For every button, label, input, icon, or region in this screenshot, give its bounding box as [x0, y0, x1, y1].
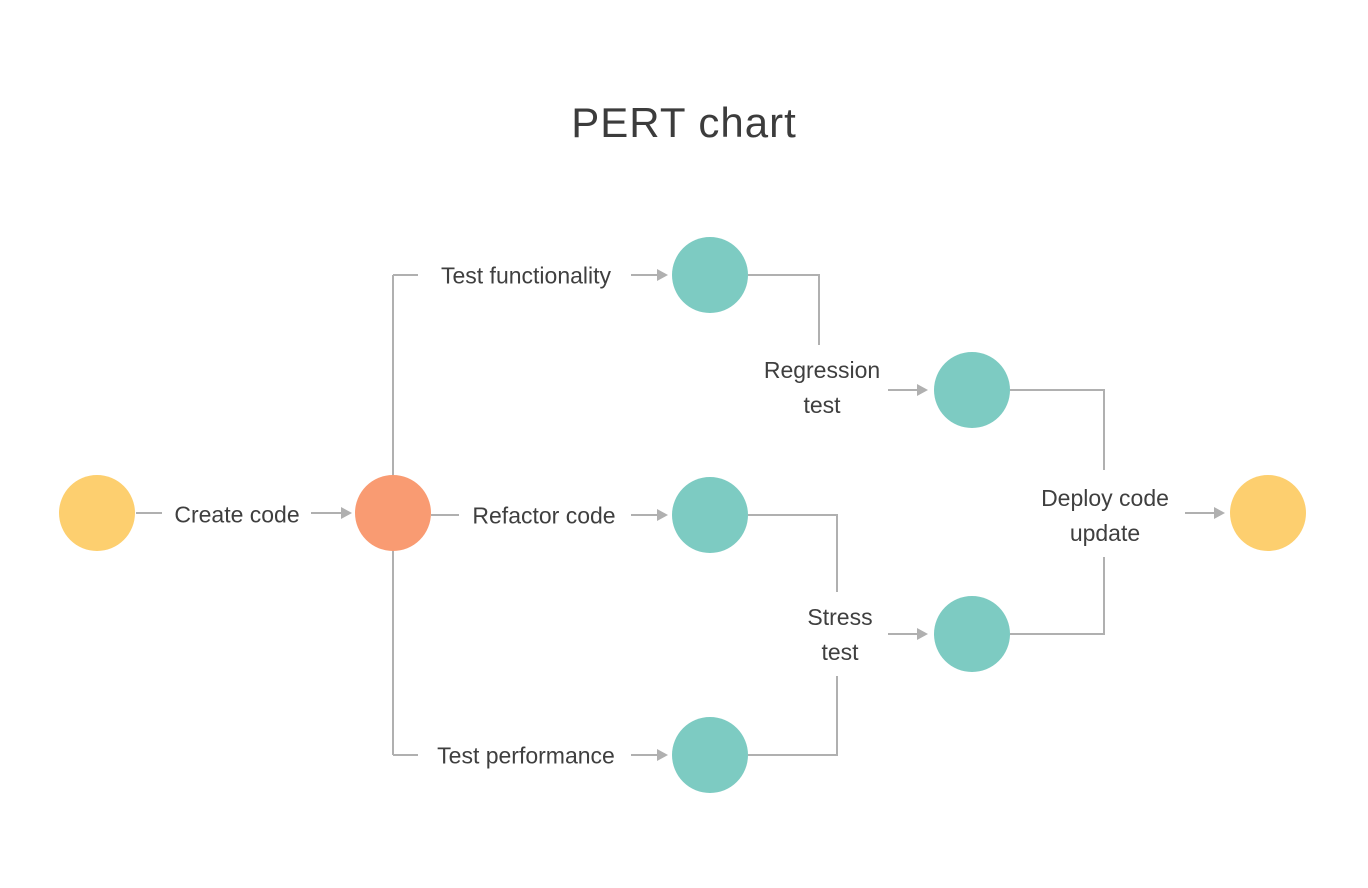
node-test-performance: [672, 717, 748, 793]
edge-stress-deploy-v: [1103, 557, 1105, 634]
edge-stress-arrow-line: [888, 633, 918, 635]
node-test-functionality: [672, 237, 748, 313]
edge-label-regression-test: Regression test: [763, 357, 881, 418]
edge-label-test-performance: Test performance: [437, 742, 615, 769]
node-stress-test: [934, 596, 1010, 672]
arrowhead-testfunc: [657, 269, 668, 281]
arrowhead-createcode: [341, 507, 352, 519]
edge-create-testfunc-stub: [393, 274, 418, 276]
edge-label-stress-test: Stress test: [807, 604, 873, 665]
edge-testfunc-arrow-line: [631, 274, 658, 276]
edge-refactor-stress-v: [836, 515, 838, 592]
edge-create-testfunc-vertical: [392, 275, 394, 513]
edge-testfunc-regress-h: [748, 274, 820, 276]
edge-regress-deploy-v: [1103, 390, 1105, 470]
edge-label-test-functionality: Test functionality: [440, 262, 612, 289]
edge-create-testperf-vertical: [392, 513, 394, 755]
edge-regress-deploy-h: [1010, 389, 1105, 391]
edge-createcode-arrow-line: [311, 512, 342, 514]
edge-testperf-stress-v: [836, 676, 838, 755]
edge-label-create-code: Create code: [174, 501, 300, 528]
node-regression-test: [934, 352, 1010, 428]
edge-refactor-stress-h: [748, 514, 838, 516]
edge-testfunc-regress-v: [818, 275, 820, 345]
edge-label-refactor-code: Refactor code: [472, 502, 616, 529]
edge-create-testperf-stub: [393, 754, 418, 756]
edge-regress-arrow-line: [888, 389, 918, 391]
edge-stress-deploy-h: [1010, 633, 1105, 635]
arrowhead-refactor: [657, 509, 668, 521]
arrowhead-testperf: [657, 749, 668, 761]
edge-refactor-arrow-line: [631, 514, 658, 516]
node-refactor-code: [672, 477, 748, 553]
chart-title: PERT chart: [571, 99, 797, 146]
edge-start-createcode-stub: [136, 512, 162, 514]
edge-label-deploy-code-update: Deploy code update: [1041, 485, 1169, 546]
arrowhead-stress: [917, 628, 928, 640]
node-create-code: [355, 475, 431, 551]
arrowhead-deploy: [1214, 507, 1225, 519]
edge-testperf-stress-h: [748, 754, 838, 756]
edge-create-refactor-stub: [431, 514, 459, 516]
node-end: [1230, 475, 1306, 551]
edge-testperf-arrow-line: [631, 754, 658, 756]
node-start: [59, 475, 135, 551]
arrowhead-regress: [917, 384, 928, 396]
edge-deploy-arrow-line: [1185, 512, 1215, 514]
